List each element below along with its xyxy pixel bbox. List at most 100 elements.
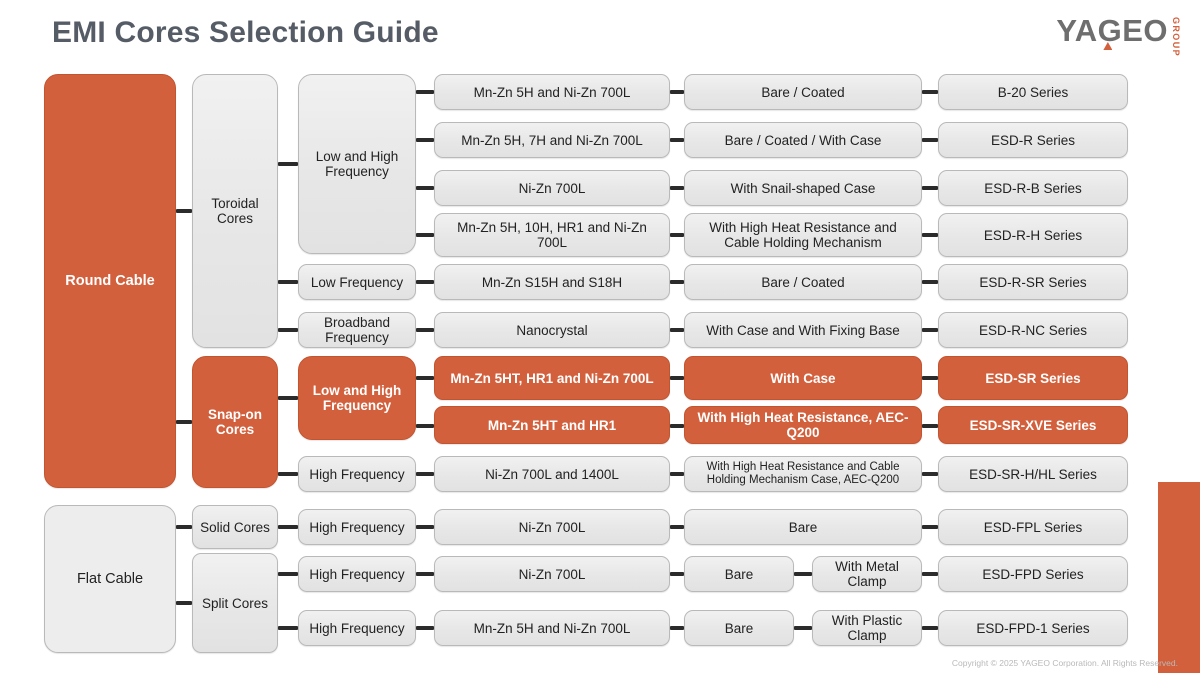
finish-label: Bare: [788, 519, 818, 535]
series-box[interactable]: ESD-R-NC Series: [938, 312, 1128, 348]
connector: [416, 233, 434, 237]
finish-label: Bare: [724, 620, 754, 636]
group-round-cable[interactable]: Round Cable: [44, 74, 176, 488]
series-box[interactable]: ESD-SR-H/HL Series: [938, 456, 1128, 492]
family-solid-cores-label: Solid Cores: [200, 519, 270, 535]
connector: [416, 525, 434, 529]
family-toroidal-cores[interactable]: Toroidal Cores: [192, 74, 278, 348]
logo-group-label: GROUP: [1171, 17, 1181, 58]
series-label: ESD-R Series: [990, 132, 1076, 148]
material-box[interactable]: Mn-Zn 5H, 7H and Ni-Zn 700L: [434, 122, 670, 158]
connector: [922, 525, 938, 529]
family-snap-on-cores[interactable]: Snap-on Cores: [192, 356, 278, 488]
material-box[interactable]: Ni-Zn 700L: [434, 509, 670, 545]
finish-label: Bare / Coated: [761, 274, 845, 290]
connector: [176, 209, 192, 213]
finish-label: With Case and With Fixing Base: [706, 322, 900, 338]
frequency-high-split-1[interactable]: High Frequency: [298, 556, 416, 592]
finish-box[interactable]: With High Heat Resistance and Cable Hold…: [684, 456, 922, 492]
series-box[interactable]: ESD-SR Series: [938, 356, 1128, 400]
series-box[interactable]: ESD-R-H Series: [938, 213, 1128, 257]
finish-label: With High Heat Resistance, AEC-Q200: [697, 410, 909, 440]
material-box[interactable]: Mn-Zn 5HT and HR1: [434, 406, 670, 444]
frequency-label: High Frequency: [309, 566, 405, 582]
frequency-low-and-high-snap-on[interactable]: Low and High Frequency: [298, 356, 416, 440]
finish-label: Bare: [724, 566, 754, 582]
connector: [416, 472, 434, 476]
finish-label: With High Heat Resistance and Cable Hold…: [709, 220, 897, 250]
finish-box[interactable]: Bare: [684, 556, 794, 592]
connector: [670, 472, 684, 476]
connector: [794, 626, 812, 630]
finish-label: Bare / Coated: [761, 84, 845, 100]
material-box[interactable]: Nanocrystal: [434, 312, 670, 348]
series-label: ESD-SR-XVE Series: [969, 417, 1097, 433]
series-box[interactable]: ESD-R Series: [938, 122, 1128, 158]
family-split-cores[interactable]: Split Cores: [192, 553, 278, 653]
finish-box[interactable]: With Case and With Fixing Base: [684, 312, 922, 348]
connector: [922, 472, 938, 476]
finish-box[interactable]: Bare / Coated: [684, 74, 922, 110]
material-label: Mn-Zn 5H and Ni-Zn 700L: [473, 620, 631, 636]
material-box[interactable]: Mn-Zn 5H and Ni-Zn 700L: [434, 74, 670, 110]
material-box[interactable]: Mn-Zn 5H and Ni-Zn 700L: [434, 610, 670, 646]
frequency-high-snap-on[interactable]: High Frequency: [298, 456, 416, 492]
frequency-high-solid[interactable]: High Frequency: [298, 509, 416, 545]
material-label: Mn-Zn 5H, 10H, HR1 and Ni-Zn 700L: [457, 220, 647, 250]
series-box[interactable]: ESD-FPD Series: [938, 556, 1128, 592]
connector: [176, 420, 192, 424]
material-label: Mn-Zn 5HT, HR1 and Ni-Zn 700L: [450, 370, 654, 386]
material-label: Nanocrystal: [516, 322, 588, 338]
material-label: Ni-Zn 700L: [518, 519, 586, 535]
series-box[interactable]: ESD-SR-XVE Series: [938, 406, 1128, 444]
connector: [922, 186, 938, 190]
connector: [670, 626, 684, 630]
family-split-cores-label: Split Cores: [201, 595, 269, 611]
series-box[interactable]: ESD-R-SR Series: [938, 264, 1128, 300]
finish-box[interactable]: Bare: [684, 509, 922, 545]
material-box[interactable]: Mn-Zn 5H, 10H, HR1 and Ni-Zn 700L: [434, 213, 670, 257]
accent-edge-bar: [1158, 482, 1200, 673]
finish-box[interactable]: With Case: [684, 356, 922, 400]
material-label: Ni-Zn 700L: [518, 566, 586, 582]
family-solid-cores[interactable]: Solid Cores: [192, 505, 278, 549]
connector: [922, 424, 938, 428]
material-box[interactable]: Mn-Zn 5HT, HR1 and Ni-Zn 700L: [434, 356, 670, 400]
finish-extra-box[interactable]: With Plastic Clamp: [812, 610, 922, 646]
series-box[interactable]: ESD-R-B Series: [938, 170, 1128, 206]
frequency-low-toroidal[interactable]: Low Frequency: [298, 264, 416, 300]
series-box[interactable]: ESD-FPD-1 Series: [938, 610, 1128, 646]
group-flat-cable[interactable]: Flat Cable: [44, 505, 176, 653]
frequency-label: High Frequency: [309, 519, 405, 535]
material-box[interactable]: Mn-Zn S15H and S18H: [434, 264, 670, 300]
finish-box[interactable]: With High Heat Resistance and Cable Hold…: [684, 213, 922, 257]
frequency-broadband-toroidal[interactable]: Broadband Frequency: [298, 312, 416, 348]
series-label: ESD-SR Series: [985, 370, 1081, 386]
material-label: Mn-Zn 5H and Ni-Zn 700L: [473, 84, 631, 100]
frequency-low-and-high-toroidal[interactable]: Low and High Frequency: [298, 74, 416, 254]
material-label: Mn-Zn S15H and S18H: [481, 274, 623, 290]
finish-box[interactable]: Bare: [684, 610, 794, 646]
series-box[interactable]: B-20 Series: [938, 74, 1128, 110]
frequency-high-split-2[interactable]: High Frequency: [298, 610, 416, 646]
material-box[interactable]: Ni-Zn 700L and 1400L: [434, 456, 670, 492]
finish-box[interactable]: With Snail-shaped Case: [684, 170, 922, 206]
connector: [278, 572, 298, 576]
finish-box[interactable]: With High Heat Resistance, AEC-Q200: [684, 406, 922, 444]
frequency-label: Low and High Frequency: [315, 149, 399, 179]
material-box[interactable]: Ni-Zn 700L: [434, 170, 670, 206]
group-flat-cable-label: Flat Cable: [76, 570, 144, 587]
series-box[interactable]: ESD-FPL Series: [938, 509, 1128, 545]
connector: [278, 472, 298, 476]
connector: [278, 162, 298, 166]
connector: [416, 138, 434, 142]
connector: [176, 525, 192, 529]
connector: [278, 280, 298, 284]
material-box[interactable]: Ni-Zn 700L: [434, 556, 670, 592]
finish-extra-box[interactable]: With Metal Clamp: [812, 556, 922, 592]
frequency-label: High Frequency: [309, 620, 405, 636]
finish-label: Bare / Coated / With Case: [724, 132, 882, 148]
finish-box[interactable]: Bare / Coated: [684, 264, 922, 300]
finish-box[interactable]: Bare / Coated / With Case: [684, 122, 922, 158]
